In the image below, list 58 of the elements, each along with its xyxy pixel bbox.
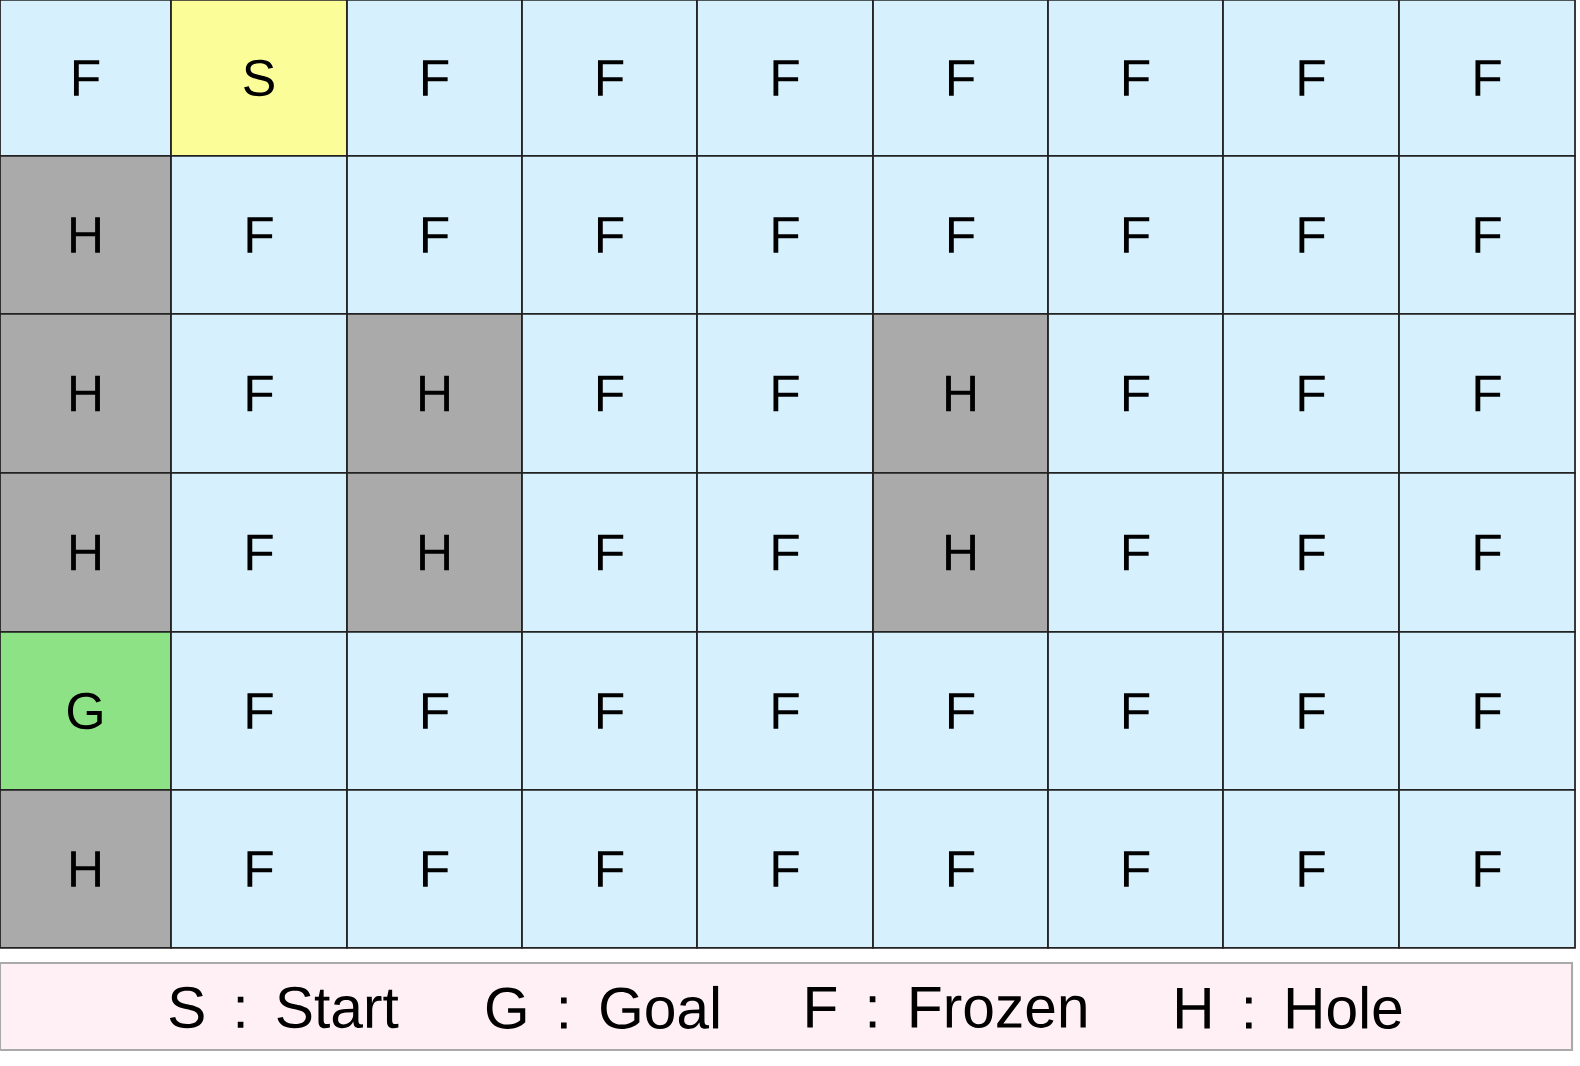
grid-cell: F	[170, 789, 348, 949]
grid-cell: H	[0, 313, 172, 474]
grid-cell: F	[872, 789, 1049, 949]
grid-cell: F	[170, 155, 348, 315]
grid-cell: F	[521, 0, 698, 157]
grid-cell: F	[521, 631, 698, 791]
grid-cell: F	[1222, 472, 1400, 633]
grid-cell: F	[1398, 155, 1576, 315]
grid-cell: F	[1222, 155, 1400, 315]
grid-cell: F	[346, 0, 523, 157]
grid-cell: F	[696, 155, 874, 315]
grid-cell: F	[170, 631, 348, 791]
grid-cell: F	[521, 789, 698, 949]
grid-cell: F	[1398, 631, 1576, 791]
grid-cell: F	[696, 631, 874, 791]
grid-cell: F	[1398, 472, 1576, 633]
grid-cell: F	[1047, 0, 1224, 157]
grid-cell: F	[1398, 0, 1576, 157]
grid-cell: H	[872, 472, 1049, 633]
grid-cell: F	[521, 313, 698, 474]
grid-cell: F	[170, 313, 348, 474]
legend-text: H : Hole	[1177, 985, 1402, 1029]
grid-cell: F	[872, 631, 1049, 791]
grid-cell: F	[872, 0, 1049, 157]
grid-cell: F	[1398, 789, 1576, 949]
grid-cell: H	[0, 155, 172, 315]
legend-text: G : Goal	[486, 985, 719, 1029]
grid-cell: F	[1047, 313, 1224, 474]
grid-cell: H	[0, 472, 172, 633]
grid-cell: H	[346, 313, 523, 474]
grid-cell: S	[170, 0, 348, 157]
grid-cell: F	[0, 0, 172, 157]
grid-cell: F	[872, 155, 1049, 315]
grid-cell: F	[1047, 789, 1224, 949]
grid-cell: F	[1222, 0, 1400, 157]
grid-cell: H	[346, 472, 523, 633]
grid-cell: H	[872, 313, 1049, 474]
grid-cell: F	[346, 631, 523, 791]
grid-cell: F	[1047, 155, 1224, 315]
grid-cell: F	[1222, 631, 1400, 791]
grid-cell: F	[1047, 631, 1224, 791]
grid-cell: F	[521, 155, 698, 315]
grid-cell: H	[0, 789, 172, 949]
grid-cell: F	[1047, 472, 1224, 633]
grid-cell: F	[521, 472, 698, 633]
grid-cell: F	[346, 789, 523, 949]
grid-cell: F	[696, 0, 874, 157]
grid-cell: F	[346, 155, 523, 315]
grid-cell: F	[696, 472, 874, 633]
grid-cell: F	[1222, 313, 1400, 474]
grid-cell: F	[170, 472, 348, 633]
grid-cell: F	[696, 789, 874, 949]
grid-cell: F	[1222, 789, 1400, 949]
legend-text: F : Frozen	[807, 987, 1086, 1028]
grid-cell: F	[696, 313, 874, 474]
grid-cell: G	[0, 631, 172, 791]
grid-cell: F	[1398, 313, 1576, 474]
legend-text: S : Start	[169, 986, 399, 1029]
